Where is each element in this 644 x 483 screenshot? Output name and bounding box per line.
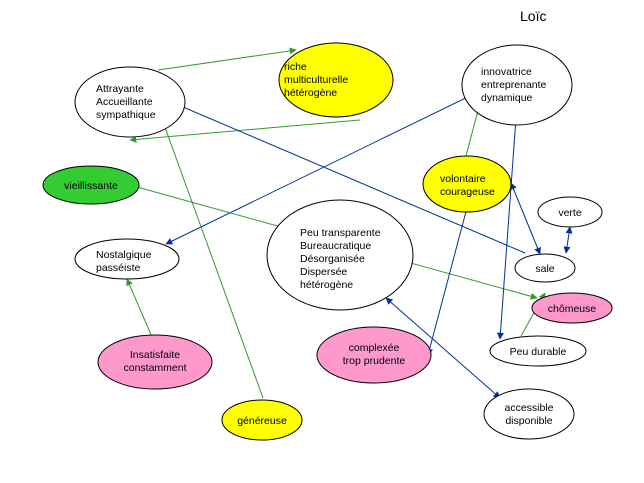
node-vieillissante: vieillissante [42,165,140,205]
node-label-accessible: disponible [505,415,552,427]
node-genereuse: généreuse [221,399,303,441]
edge-peu_transparente-accessible [385,297,501,399]
node-chomeuse: chômeuse [531,292,613,324]
node-ellipse-accessible [483,388,575,440]
node-ellipse-complexee [316,326,432,384]
node-label-riche: riche [284,61,307,73]
node-label-riche: hétérogène [284,87,337,99]
node-label-insatisfaite: constamment [123,362,186,374]
node-label-peu_transparente: Bureaucratique [300,240,371,252]
node-label-attrayante: Accueillante [96,96,153,108]
node-verte: verte [537,196,603,228]
node-label-innovatrice: innovatrice [481,66,532,78]
node-label-genereuse: généreuse [237,415,287,427]
node-label-peu_transparente: hétérogène [300,279,353,291]
node-ellipse-vieillissante [42,165,140,205]
node-label-peu_transparente: Désorganisée [300,253,365,265]
edge-volontaire-sale [510,182,541,255]
edge-complexee-volontaire [426,203,470,356]
edge-attrayante-riche [157,47,297,71]
edge-innovatrice-nostalgique [165,90,481,245]
node-ellipse-peu_transparente [266,199,414,311]
node-ellipse-sale [514,253,576,283]
edge-insatisfaite-nostalgique [126,278,156,345]
node-label-innovatrice: entreprenante [481,79,547,91]
node-ellipse-attrayante [74,66,186,138]
node-label-accessible: accessible [504,402,553,414]
node-ellipse-riche [278,42,394,118]
node-label-insatisfaite: Insatisfaite [130,349,180,361]
node-label-volontaire: volontaire [440,173,486,185]
node-ellipse-genereuse [221,399,303,441]
node-sale: sale [514,253,576,283]
edge-genereuse-attrayante [160,118,264,399]
node-ellipse-innovatrice [461,44,573,126]
node-ellipse-chomeuse [531,292,613,324]
node-ellipse-volontaire [422,155,512,213]
node-label-peu_durable: Peu durable [510,346,567,358]
node-ellipse-peu_durable [489,335,587,367]
node-label-volontaire: courageuse [440,186,495,198]
node-label-attrayante: Attrayante [96,83,144,95]
edge-verte-sale [563,226,573,254]
node-peu_transparente: Peu transparenteBureaucratiqueDésorganis… [266,199,414,311]
node-label-complexee: complexée [349,342,400,354]
edge-innovatrice-peu_durable [496,117,520,340]
node-label-attrayante: sympathique [96,109,156,121]
node-label-verte: verte [558,207,582,219]
node-label-peu_transparente: Peu transparente [300,227,381,239]
page-title: Loïc [520,8,547,24]
node-label-complexee: trop prudente [343,355,406,367]
node-label-nostalgique: passéiste [96,262,141,274]
node-label-nostalgique: Nostalgique [96,249,152,261]
node-ellipse-nostalgique [74,238,180,280]
node-label-riche: multiculturelle [284,74,348,86]
node-ellipse-verte [537,196,603,228]
node-label-peu_transparente: Dispersée [300,266,347,278]
node-label-vieillissante: vieillissante [64,180,118,192]
node-label-chomeuse: chômeuse [548,303,597,315]
node-label-sale: sale [535,263,554,275]
node-peu_durable: Peu durable [489,335,587,367]
node-ellipse-insatisfaite [97,334,213,390]
node-label-innovatrice: dynamique [481,92,533,104]
